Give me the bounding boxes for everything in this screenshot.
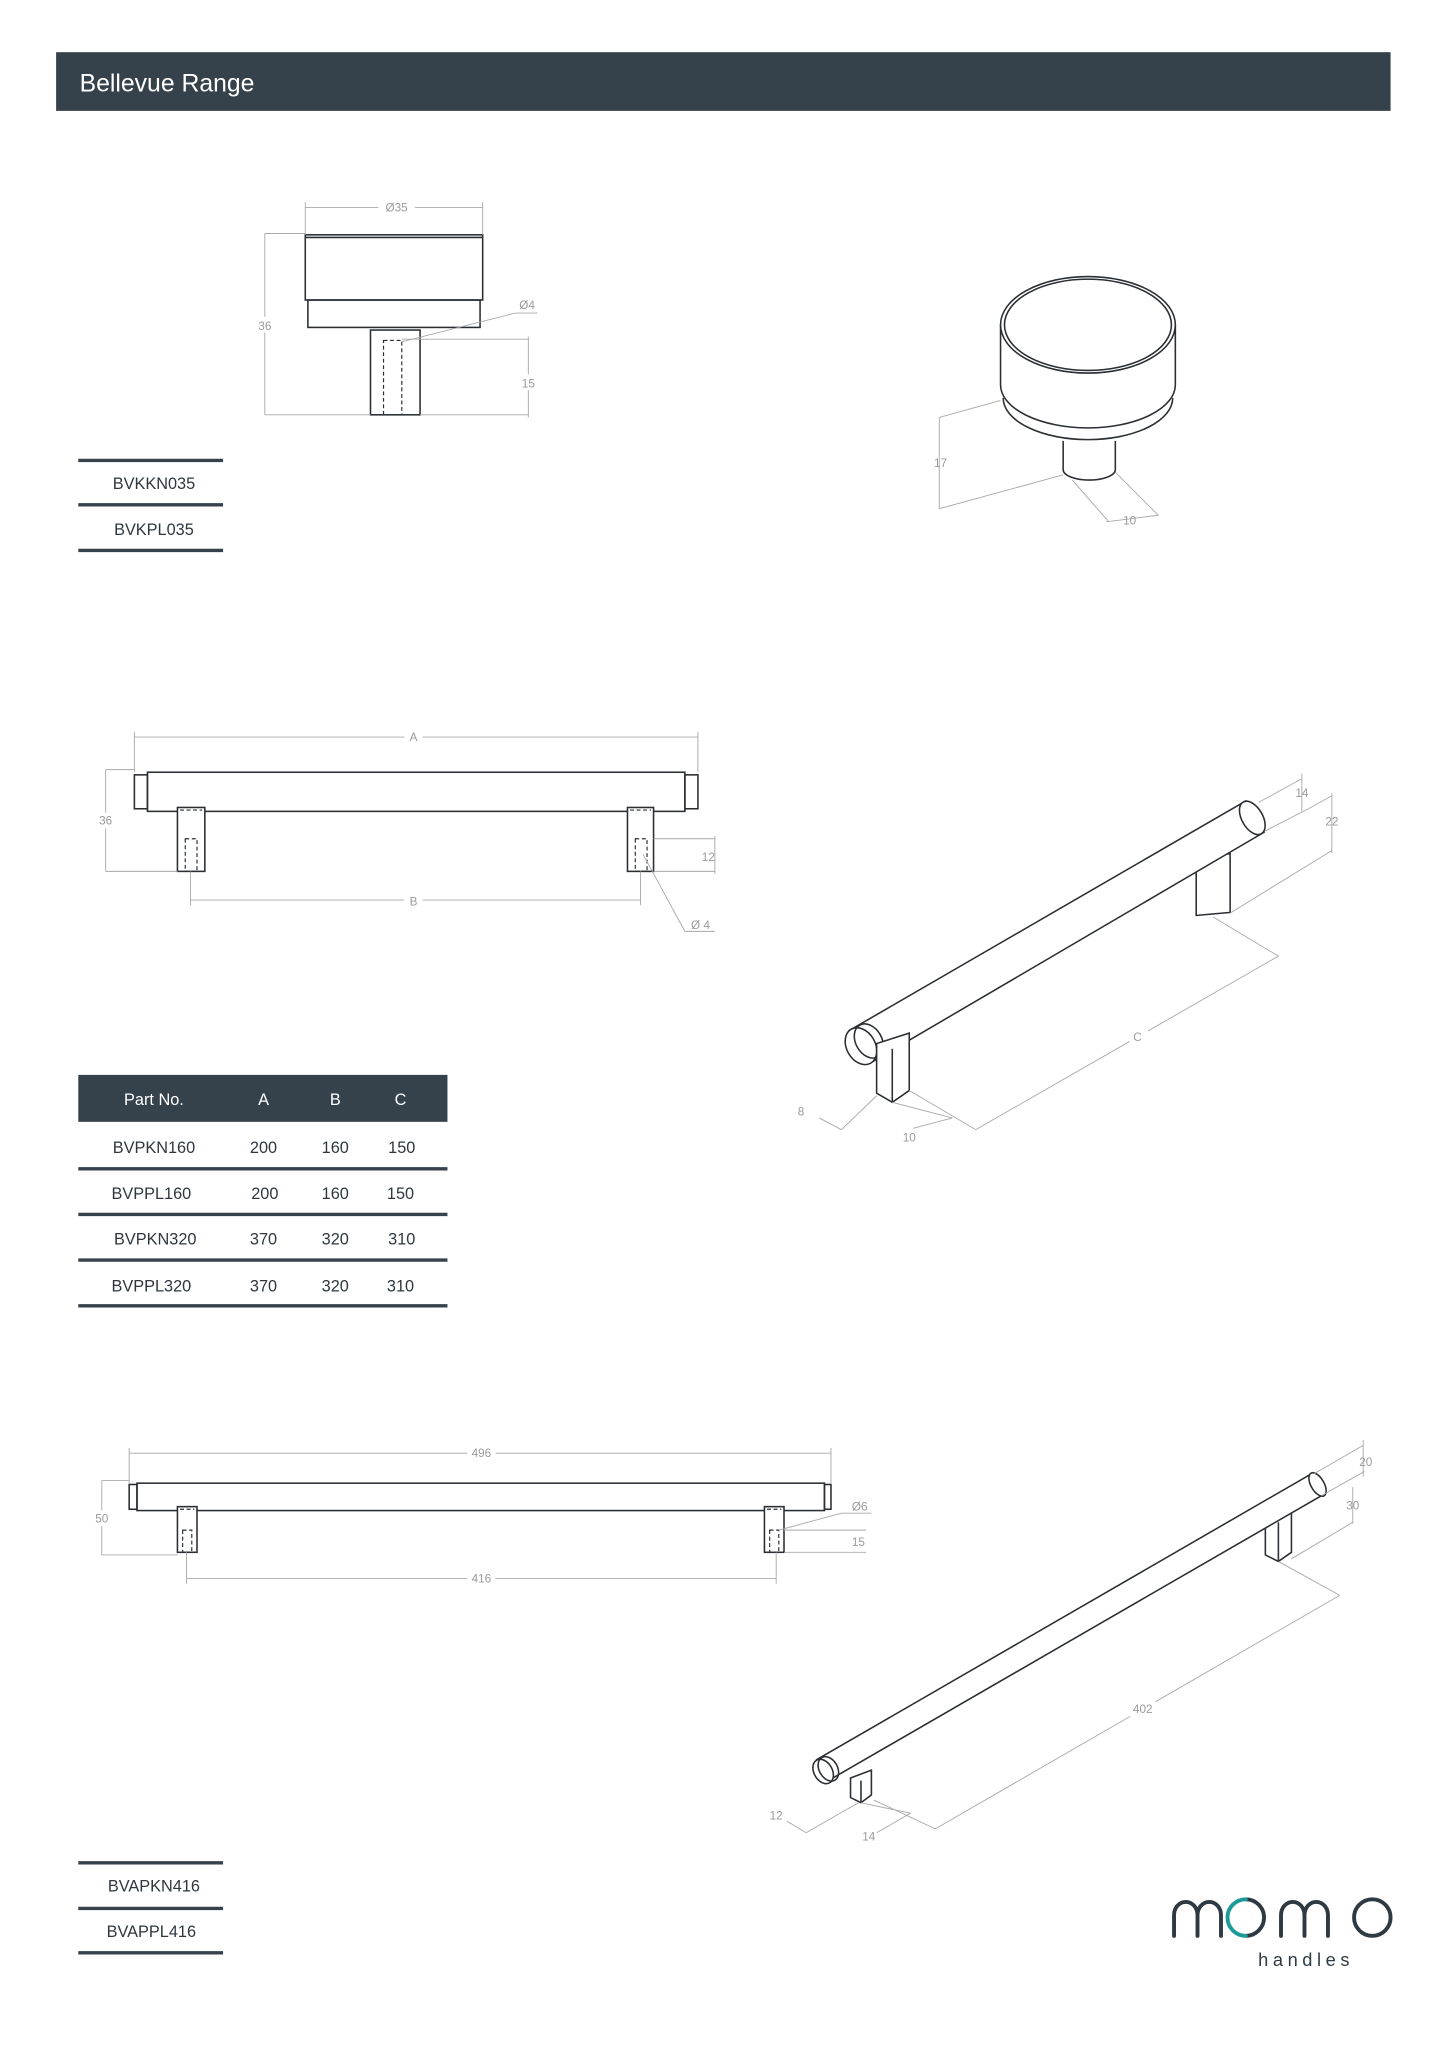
dim-leg-width: 10 xyxy=(903,1131,917,1144)
dim-projection: 30 xyxy=(1346,1499,1360,1512)
dim-height: 50 xyxy=(95,1512,109,1525)
dim-hole: Ø 4 xyxy=(691,919,710,932)
column-header: A xyxy=(258,1091,269,1109)
dim-height: 36 xyxy=(99,814,113,827)
knob-part-list: BVKKN035 BVKPL035 xyxy=(78,458,224,553)
part-number: BVAPKN416 xyxy=(108,1877,200,1895)
table-row: BVPKN160 200 160 150 xyxy=(78,1139,448,1171)
column-header: Part No. xyxy=(124,1091,184,1109)
cell-b: 160 xyxy=(322,1185,349,1203)
dim-hole-depth: 15 xyxy=(522,377,536,390)
dim-length: 496 xyxy=(472,1447,492,1460)
cell-a: 370 xyxy=(250,1230,277,1248)
cell-c: 150 xyxy=(388,1139,415,1157)
appliance-handle-iso-drawing: 20 30 402 12 14 xyxy=(770,1440,1373,1844)
bar-handle-iso-drawing: 14 22 C 8 10 xyxy=(798,773,1338,1144)
column-header: C xyxy=(395,1091,407,1109)
cell-b: 320 xyxy=(322,1277,349,1295)
momo-handles-logo: handles xyxy=(1172,1897,1393,1970)
cell-b: 160 xyxy=(322,1139,349,1157)
dim-hole: Ø4 xyxy=(519,299,535,312)
dim-leg-depth: 8 xyxy=(798,1105,805,1118)
dim-stem-width: 10 xyxy=(1123,514,1137,527)
dim-diameter: 20 xyxy=(1359,1456,1373,1469)
cell-part: BVPKN320 xyxy=(114,1230,196,1248)
page-title: Bellevue Range xyxy=(80,70,255,97)
dim-height: 36 xyxy=(258,320,272,333)
cell-a: 200 xyxy=(251,1185,278,1203)
cell-c: 150 xyxy=(387,1185,414,1203)
cell-b: 320 xyxy=(322,1230,349,1248)
dim-hole-depth: 15 xyxy=(852,1536,866,1549)
dim-leg-span: C xyxy=(1133,1031,1142,1044)
table-row: BVPPL160 200 160 150 xyxy=(78,1185,448,1217)
dim-hole-depth: 12 xyxy=(702,851,715,864)
appliance-handle-front-drawing: 496 50 416 Ø6 15 xyxy=(92,1445,872,1587)
column-header: B xyxy=(330,1091,341,1109)
appliance-part-list: BVAPKN416 BVAPPL416 xyxy=(78,1861,224,1955)
dim-length: A xyxy=(410,731,418,744)
table-header xyxy=(78,1074,448,1122)
cell-part: BVPPL160 xyxy=(111,1185,191,1203)
cell-a: 370 xyxy=(250,1277,277,1295)
dim-leg-span: 402 xyxy=(1133,1703,1153,1716)
part-number: BVAPPL416 xyxy=(107,1923,196,1941)
knob-iso-drawing: 17 10 xyxy=(934,275,1177,527)
cell-a: 200 xyxy=(250,1139,277,1157)
dim-projection: 22 xyxy=(1325,816,1338,829)
dim-leg-width: 14 xyxy=(862,1831,876,1844)
dim-centres: B xyxy=(410,895,418,908)
knob-front-drawing: Ø35 36 Ø4 15 xyxy=(255,199,538,418)
dim-diameter: 14 xyxy=(1295,787,1309,800)
cell-part: BVPKN160 xyxy=(113,1139,195,1157)
cell-part: BVPPL320 xyxy=(111,1277,191,1295)
dim-centres: 416 xyxy=(472,1572,492,1585)
part-number: BVKKN035 xyxy=(113,475,195,493)
table-row: BVPKN320 370 320 310 xyxy=(78,1230,448,1262)
dim-stem-height: 17 xyxy=(934,457,947,470)
header-bar: Bellevue Range xyxy=(56,52,1391,111)
part-table: Part No. A B C BVPKN160 200 160 150 BVPP… xyxy=(78,1074,448,1308)
bar-handle-front-drawing: A 36 B 12 Ø 4 xyxy=(96,729,716,932)
cell-c: 310 xyxy=(387,1277,414,1295)
dim-diameter: Ø35 xyxy=(385,201,408,214)
cell-c: 310 xyxy=(388,1230,415,1248)
table-row: BVPPL320 370 320 310 xyxy=(78,1277,448,1308)
logo-tagline: handles xyxy=(1258,1949,1354,1970)
dim-leg-depth: 12 xyxy=(770,1810,783,1823)
part-number: BVKPL035 xyxy=(114,521,194,539)
dim-hole: Ø6 xyxy=(852,1501,868,1514)
